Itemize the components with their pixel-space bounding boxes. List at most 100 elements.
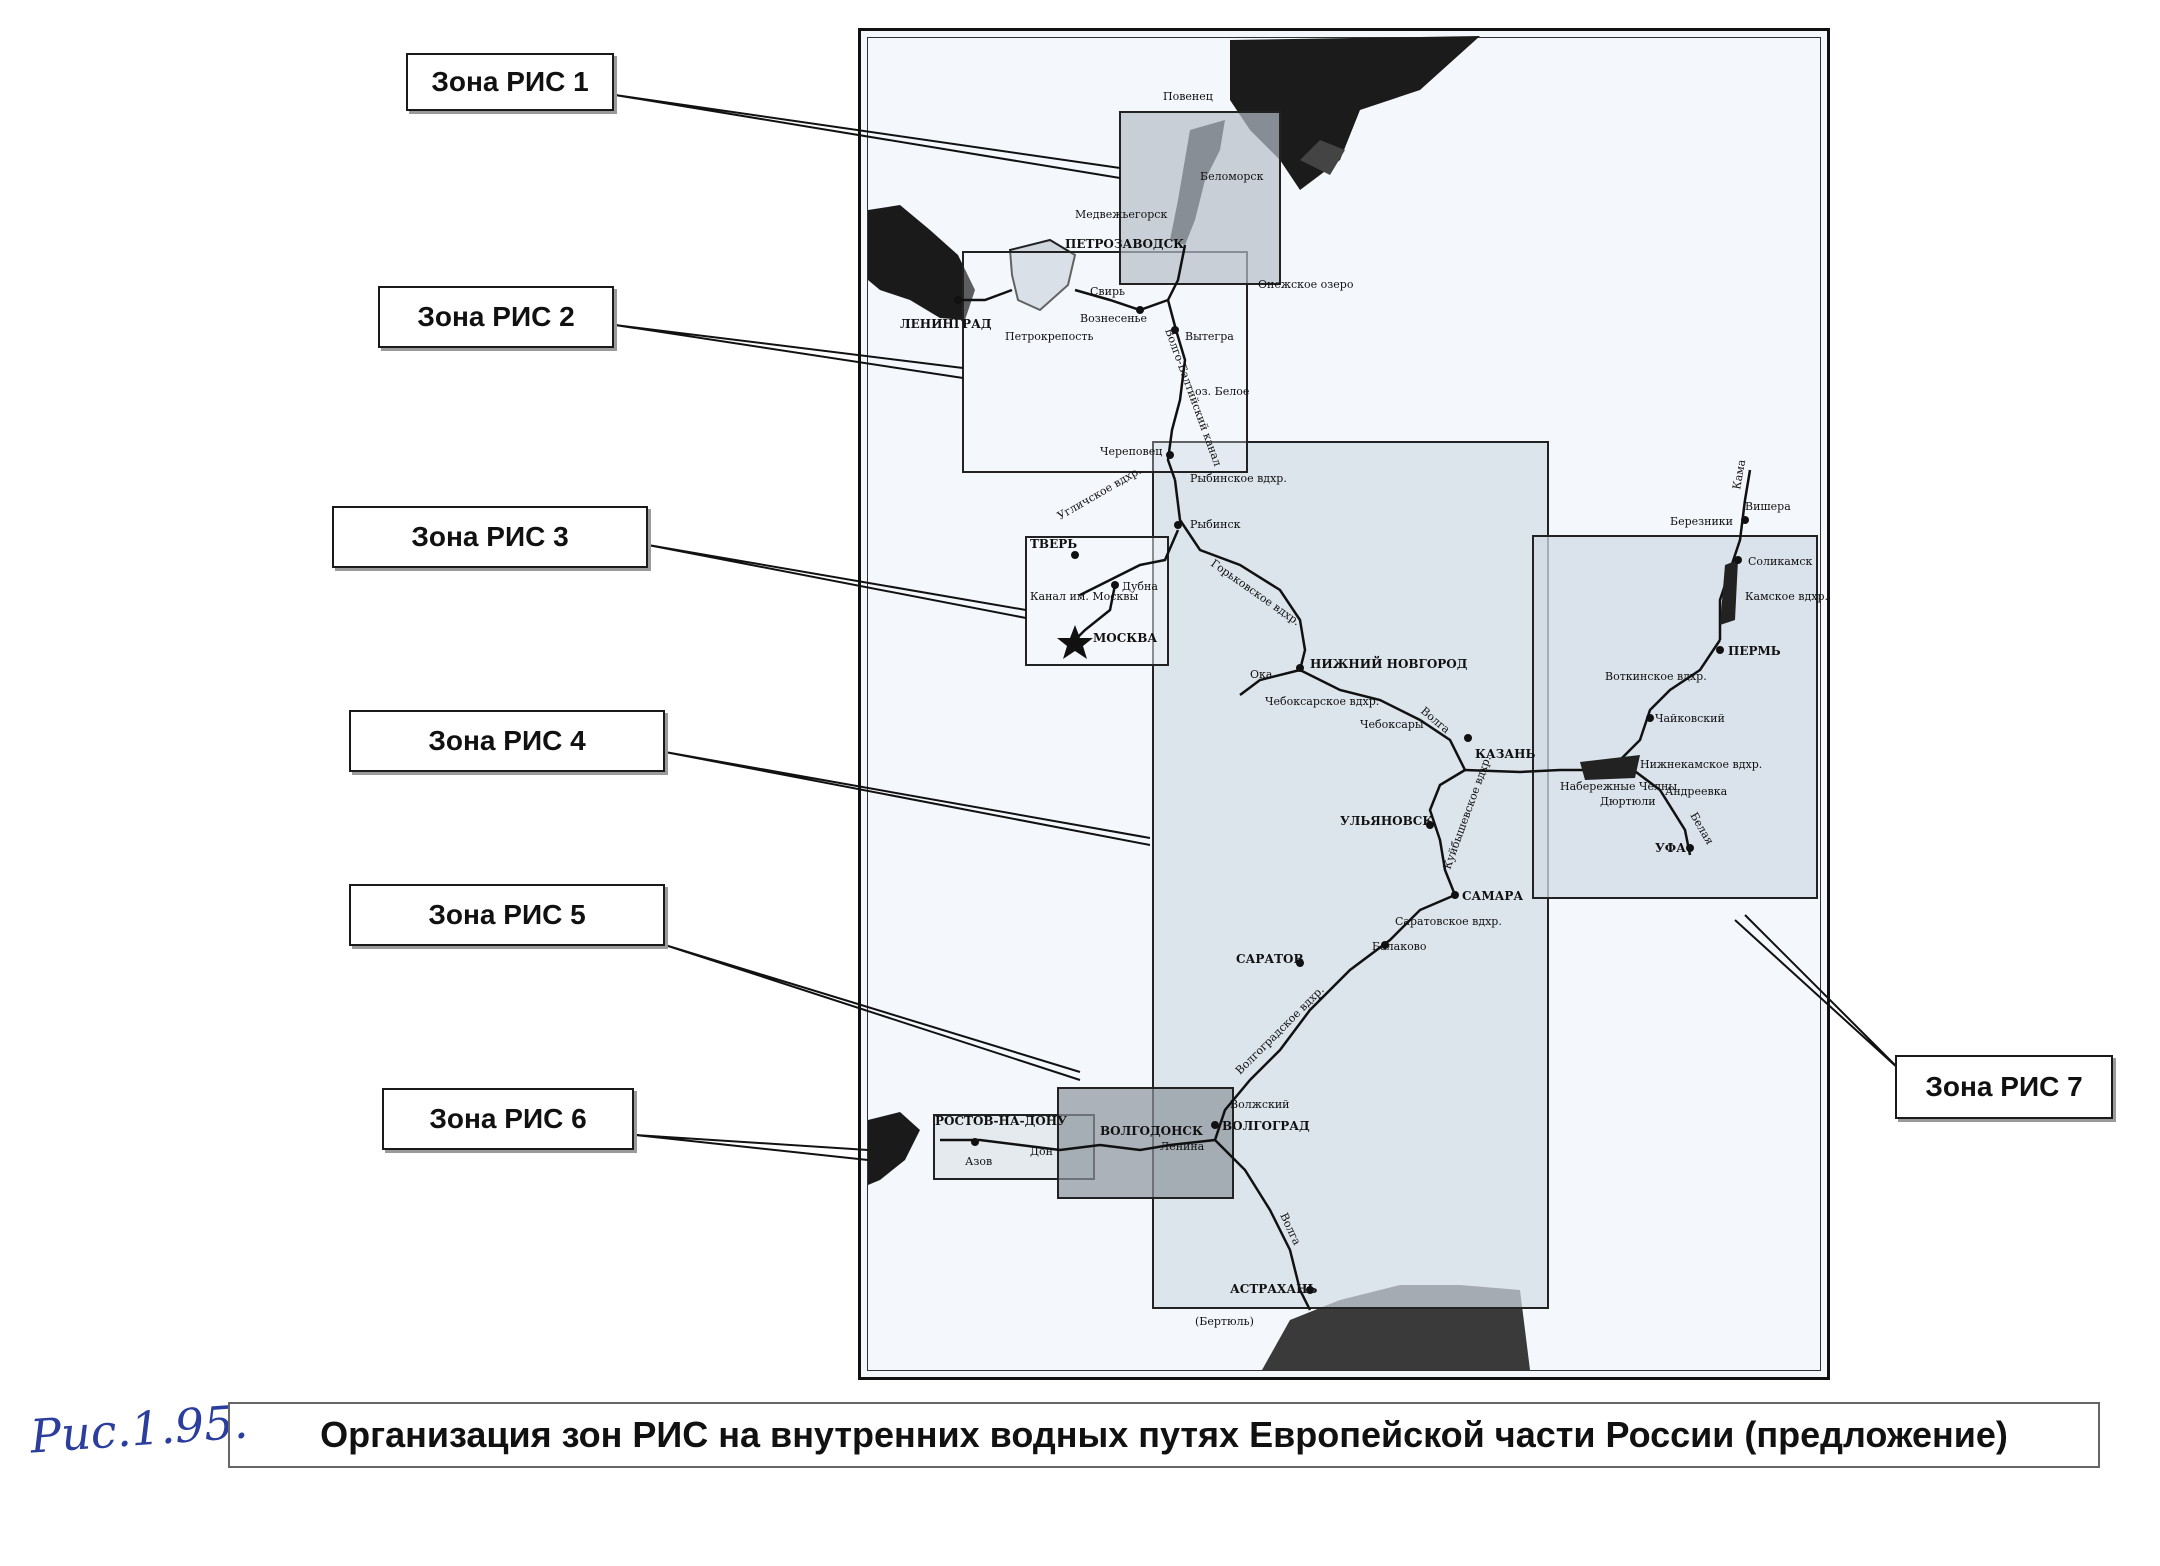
- leader-zone-6: [634, 1134, 869, 1161]
- label-ufa: УФА: [1655, 841, 1686, 855]
- marker-ufa: [1686, 844, 1694, 852]
- marker-berezniki: [1741, 516, 1749, 524]
- marker-astrakhan: [1306, 1286, 1314, 1294]
- label-tver: ТВЕРЬ: [1030, 537, 1077, 551]
- label-kama: Кама: [1730, 458, 1748, 490]
- label-azov: Азов: [965, 1155, 992, 1168]
- marker-tver: [1071, 551, 1079, 559]
- label-bertyl: (Бертюль): [1195, 1315, 1254, 1328]
- zone-4-label: Зона РИС 4: [349, 710, 665, 772]
- white-sea: [1230, 36, 1480, 190]
- volga-middle: [1299, 668, 1467, 771]
- label-volgograd: ВОЛГОГРАД: [1222, 1119, 1310, 1133]
- label-oz-beloe: оз. Белое: [1195, 385, 1249, 398]
- label-cherepovets: Череповец: [1100, 445, 1162, 458]
- label-rostov: РОСТОВ-НА-ДОНУ: [935, 1114, 1067, 1128]
- kamskoe-reservoir: [1720, 560, 1738, 625]
- leader-zone-2: [614, 324, 964, 379]
- label-petrokrepost: Петрокрепость: [1005, 330, 1093, 343]
- zone-1-area: [1119, 111, 1281, 285]
- leader-zone-1: [614, 94, 1121, 179]
- marker-voznesenie: [1136, 306, 1144, 314]
- label-cheboksary: Чебоксары: [1360, 718, 1424, 731]
- lake-ladoga: [1008, 238, 1077, 312]
- volga-lower: [1213, 893, 1456, 1141]
- leader-lines: [614, 94, 1901, 1161]
- leader-zone-4: [664, 751, 1151, 846]
- zone-7-area: [1532, 535, 1818, 899]
- label-saratov: САРАТОВ: [1236, 952, 1304, 966]
- label-moskva: МОСКВА: [1093, 631, 1157, 645]
- label-leningrad: ЛЕНИНГРАД: [900, 317, 992, 331]
- label-voznesenie: Вознесенье: [1080, 312, 1147, 325]
- label-vytegra: Вытегра: [1185, 330, 1234, 343]
- label-votkinskoe: Воткинское вдхр.: [1605, 670, 1707, 683]
- volga-balt-waterway: [1166, 244, 1187, 481]
- label-oka: Ока: [1250, 668, 1273, 681]
- label-nizhnekamskoe: Нижнекамское вдхр.: [1640, 758, 1762, 771]
- marker-rostov: [971, 1138, 979, 1146]
- leader-zone-5: [664, 944, 1081, 1081]
- label-astrakhan: АСТРАХАНЬ: [1230, 1282, 1317, 1296]
- label-balakovo: Балаково: [1372, 940, 1427, 953]
- sea-of-azov: [868, 1112, 920, 1185]
- city-markers: [954, 296, 1749, 1294]
- leader-zone-7: [1734, 914, 1901, 1071]
- zone-3-area: [1025, 536, 1169, 666]
- label-povenets: Повенец: [1163, 90, 1213, 103]
- zone-7-label: Зона РИС 7: [1895, 1055, 2113, 1119]
- label-kamskoe: Камское вдхр.: [1745, 590, 1828, 603]
- label-lenin: Ленина: [1160, 1140, 1205, 1153]
- marker-chaikovsky: [1646, 714, 1654, 722]
- marker-volgograd: [1211, 1121, 1219, 1129]
- kama-middle: [1464, 639, 1722, 774]
- neva-river: [958, 288, 1013, 302]
- label-cheboksary-res: Чебоксарское вдхр.: [1265, 695, 1379, 708]
- label-nizhny: НИЖНИЙ НОВГОРОД: [1310, 655, 1468, 671]
- label-medvezhegorsk: Медвежьегорск: [1075, 208, 1167, 221]
- oka-river: [1239, 668, 1301, 696]
- marker-rybinsk: [1174, 521, 1182, 529]
- zone-2-area: [962, 251, 1248, 473]
- label-belomorsk: Беломорск: [1200, 170, 1264, 183]
- marker-nizhny: [1296, 664, 1304, 672]
- map-frame-inner-border: [867, 37, 1821, 1371]
- marker-cherepovets: [1166, 451, 1174, 459]
- moscow-star: [1057, 625, 1093, 659]
- label-nab-chelny: Набережные Челны: [1560, 780, 1677, 793]
- label-rybinsk: Рыбинск: [1190, 518, 1241, 531]
- zone-6-label: Зона РИС 6: [382, 1088, 634, 1150]
- don-river: [940, 1138, 1216, 1152]
- label-rybinskoe: Рыбинское вдхр.: [1190, 472, 1287, 485]
- label-berezniki: Березники: [1670, 515, 1733, 528]
- svir-river: [1074, 288, 1169, 312]
- label-dubna: Дубна: [1122, 580, 1158, 593]
- waterways: [940, 244, 1752, 1311]
- gulf-of-finland: [868, 205, 975, 320]
- marker-saratov: [1296, 959, 1304, 967]
- marker-solikamsk: [1734, 556, 1742, 564]
- label-chaikovsky: Чайковский: [1655, 712, 1725, 725]
- figure-caption: Организация зон РИС на внутренних водных…: [228, 1402, 2100, 1468]
- kama-upper: [1718, 469, 1752, 640]
- zone-1-label: Зона РИС 1: [406, 53, 614, 111]
- label-solikamsk: Соликамск: [1748, 555, 1813, 568]
- marker-dubna: [1111, 581, 1119, 589]
- label-kanal-moskvy: Канал им. Москвы: [1030, 590, 1138, 603]
- marker-leningrad: [954, 296, 962, 304]
- nizhnekamskoe-reservoir: [1580, 755, 1640, 780]
- label-svir: Свирь: [1090, 285, 1125, 298]
- label-samara: САМАРА: [1462, 889, 1523, 903]
- label-ulyanovsk: УЛЬЯНОВСК: [1340, 814, 1433, 828]
- volga-delta: [1214, 1139, 1312, 1311]
- marker-kazan: [1464, 734, 1472, 742]
- zone-3-label: Зона РИС 3: [332, 506, 648, 568]
- marker-vytegra: [1171, 326, 1179, 334]
- label-onega-north: Онежское озеро: [1258, 278, 1354, 291]
- label-saratovskoe: Саратовское вдхр.: [1395, 915, 1502, 928]
- label-andreevka: Андреевка: [1665, 785, 1728, 798]
- leader-zone-3: [647, 544, 1027, 619]
- label-kazan: КАЗАНЬ: [1475, 747, 1535, 761]
- label-petrozavodsk: ПЕТРОЗАВОДСК: [1065, 237, 1184, 251]
